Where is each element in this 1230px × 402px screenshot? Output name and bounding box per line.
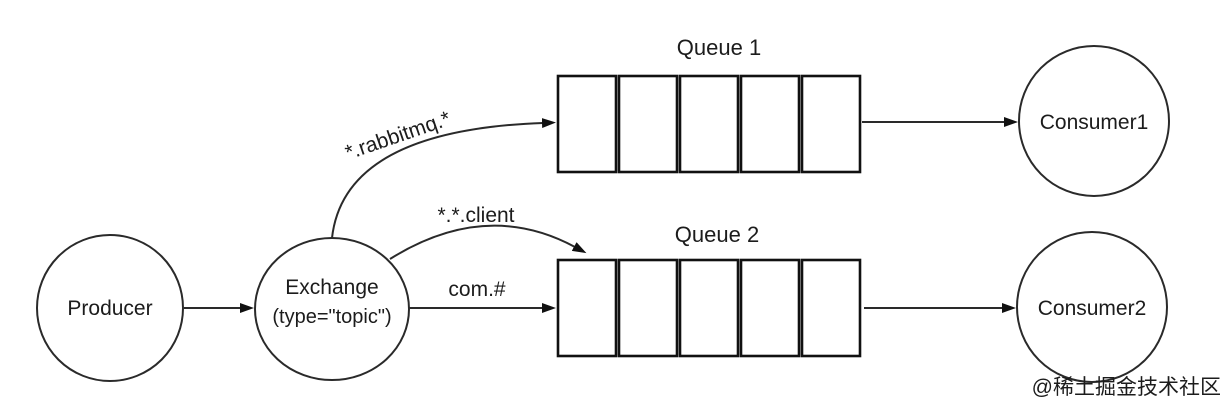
queue1-segments (556, 74, 862, 174)
exchange-name-label: Exchange (285, 276, 378, 299)
queue-segment (678, 258, 740, 358)
queue-segment (617, 74, 679, 174)
consumer1-node (1018, 45, 1170, 197)
queue-segment (678, 74, 740, 174)
watermark-text: @稀土掘金技术社区 (1032, 376, 1221, 399)
consumer1-label: Consumer1 (1040, 111, 1149, 134)
binding-to-queue2-curved-arrow (389, 224, 587, 260)
queue-segment (800, 74, 862, 174)
queue-segment (739, 258, 801, 358)
queue1-label: Queue 1 (677, 35, 761, 60)
binding-to-queue1-arrow (331, 118, 556, 239)
queue2-label: Queue 2 (675, 222, 759, 247)
routing-key-queue2-curved-label: *.*.client (437, 204, 514, 227)
routing-key-queue2-straight-label: com.# (448, 278, 506, 301)
queue-segment (739, 74, 801, 174)
queue-segment (800, 258, 862, 358)
producer-label: Producer (67, 297, 152, 320)
queue-segment (617, 258, 679, 358)
producer-node (36, 234, 184, 382)
exchange-type-label: (type="topic") (272, 306, 391, 328)
routing-key-queue1-label: *.rabbitmq.* (342, 107, 453, 164)
queue2-segments (556, 258, 862, 358)
queue-segment (556, 74, 618, 174)
consumer2-label: Consumer2 (1038, 297, 1147, 320)
consumer2-node (1016, 231, 1168, 383)
queue-segment (556, 258, 618, 358)
